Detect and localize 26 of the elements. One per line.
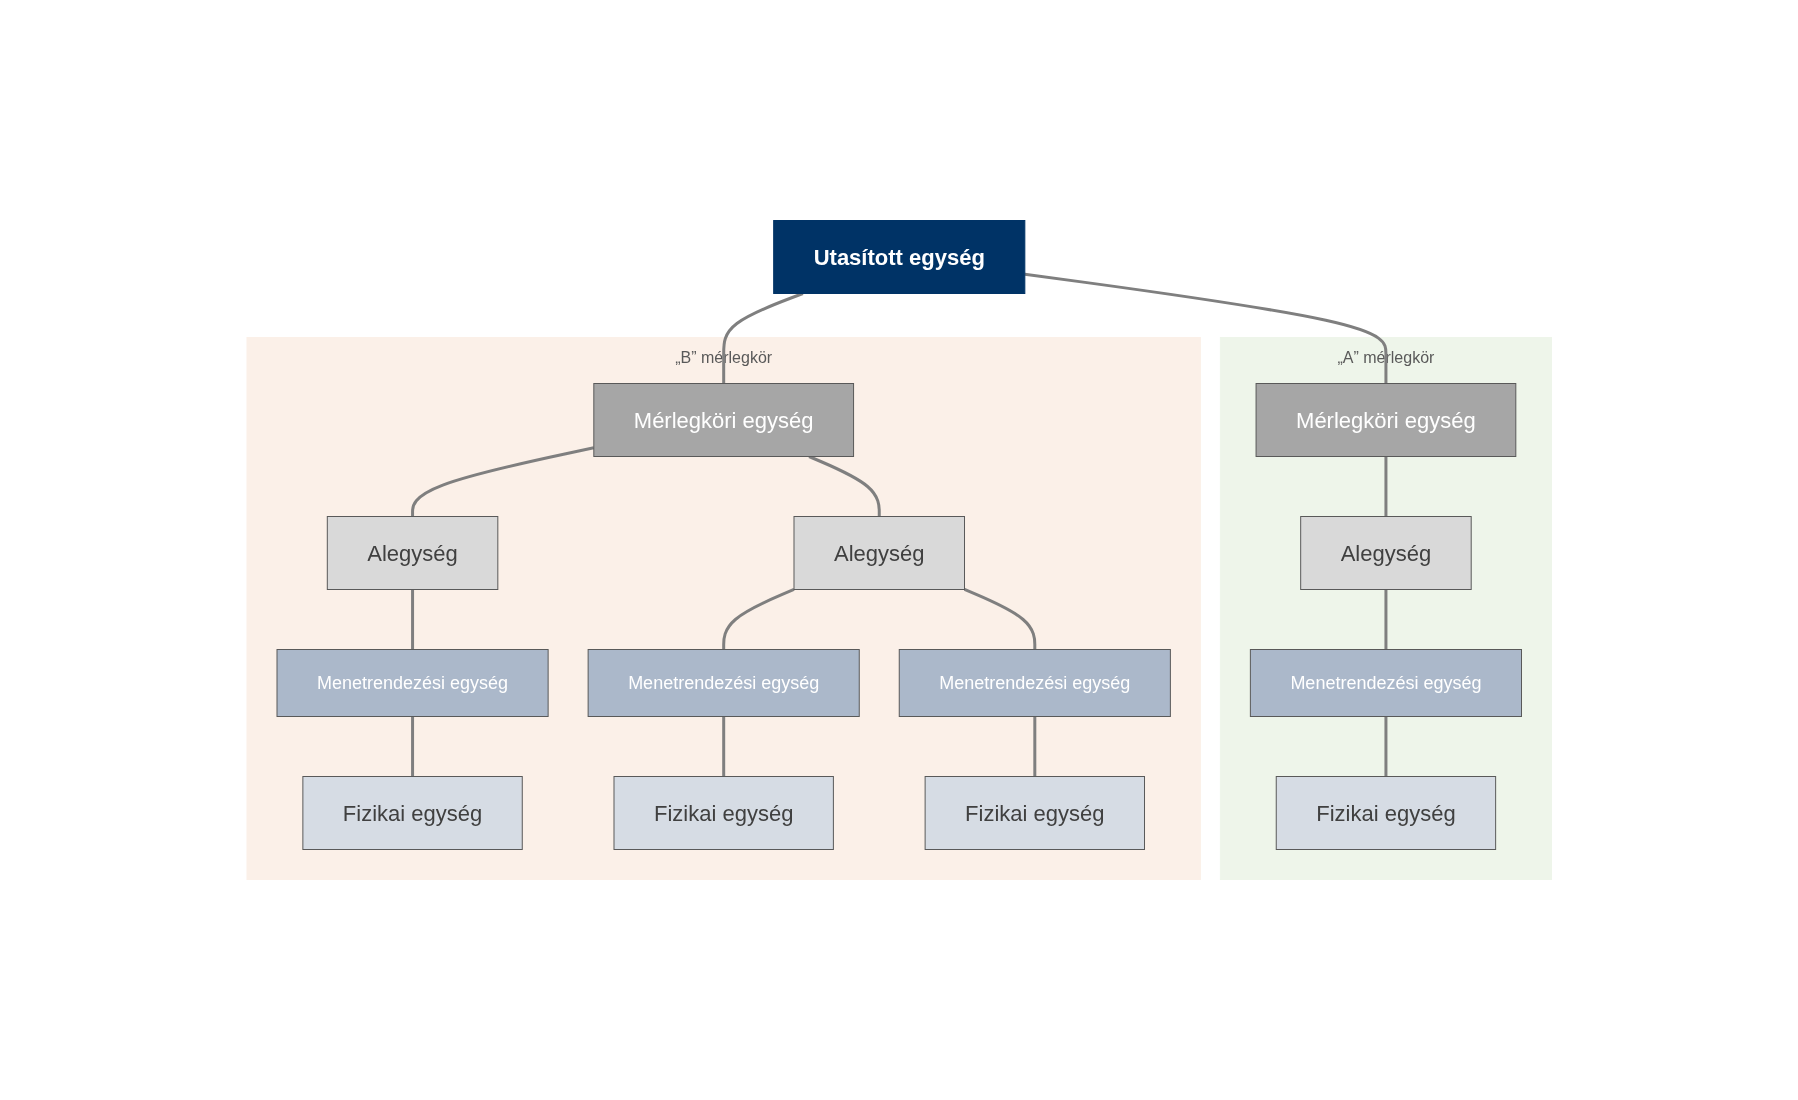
connector [1384,589,1388,650]
connector [410,716,414,777]
connector [808,455,881,517]
node-box: Mérlegköri egység [593,383,854,457]
node-box: Fizikai egység [613,776,834,850]
connector [410,589,414,650]
node-box: Fizikai egység [924,776,1145,850]
connector [963,588,1037,650]
node-box: Menetrendezési egység [1249,649,1522,717]
node-box: Alegység [1299,516,1472,590]
node-box: Menetrendezési egység [276,649,549,717]
node-box: Fizikai egység [302,776,523,850]
node-box: Utasított egység [772,220,1026,294]
node-box: Alegység [326,516,499,590]
connector [721,588,795,650]
connector [1024,272,1388,384]
node-box: Alegység [793,516,965,590]
connector [410,446,594,517]
connector [1384,456,1388,517]
node-box: Menetrendezési egység [898,649,1171,717]
node-box: Fizikai egység [1275,776,1496,850]
node-box: Menetrendezési egység [587,649,860,717]
connector [1384,716,1388,777]
connector [1033,716,1037,777]
connector [721,716,725,777]
node-box: Mérlegköri egység [1255,383,1517,457]
